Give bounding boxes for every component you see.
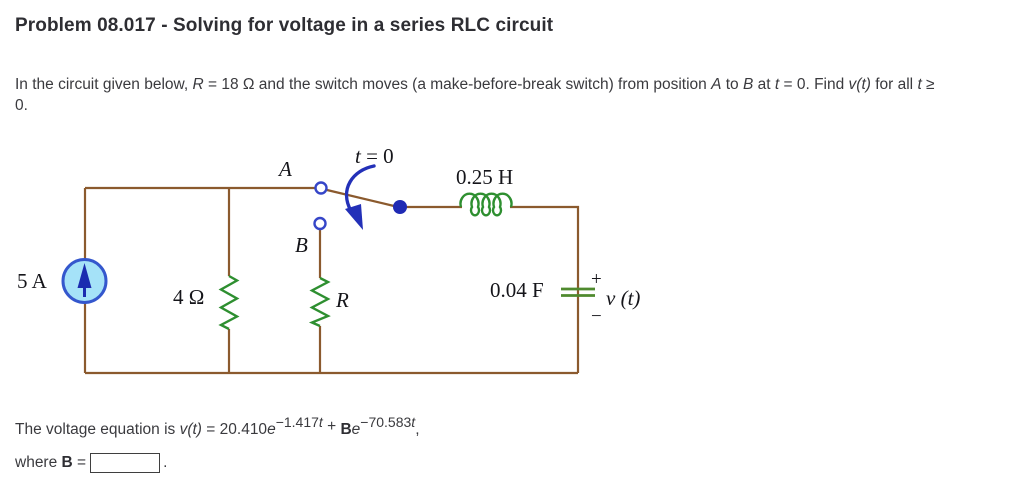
text-segment: −70.583 — [360, 414, 412, 430]
text-segment: R — [192, 76, 204, 93]
label-v-plus: + — [591, 269, 602, 290]
switch — [313, 164, 407, 231]
text-segment: 0. — [15, 97, 28, 114]
text-segment: B — [61, 454, 73, 471]
text-segment: In the circuit given below, — [15, 76, 193, 93]
text-segment: e — [351, 421, 361, 438]
text-segment: B — [742, 76, 754, 93]
text-segment: −1.417 — [275, 414, 319, 430]
text-segment: v(t) — [848, 76, 871, 93]
answer-period: . — [163, 454, 168, 471]
circuit-wires — [83, 186, 580, 375]
text-segment: t — [411, 414, 416, 430]
label-capacitor: 0.04 F — [490, 278, 544, 302]
wire-right — [510, 205, 580, 373]
text-segment: = 0. Find — [779, 76, 849, 93]
label-v-of-t: v (t) — [606, 286, 640, 310]
label-current-source: 5 A — [17, 269, 48, 293]
text-segment: A — [711, 76, 722, 93]
text-segment: ≥ — [921, 76, 935, 93]
current-source-arrow-head — [77, 263, 92, 288]
switch-contact-a — [314, 181, 328, 195]
label-resistor-4ohm: 4 Ω — [173, 285, 204, 309]
label-node-b: B — [295, 233, 308, 257]
switch-arm — [326, 188, 395, 208]
label-switch-time: t = 0 — [355, 144, 394, 168]
switch-contact-b — [313, 216, 327, 231]
statement-line-1: In the circuit given below, R = 18 Ω and… — [15, 74, 1015, 95]
text-segment: for all — [870, 76, 918, 93]
inductor-coil — [459, 192, 513, 217]
page-title: Problem 08.017 - Solving for voltage in … — [15, 15, 554, 36]
label-node-a: A — [277, 157, 292, 181]
text-segment: , — [415, 421, 420, 438]
text-segment: at — [753, 76, 775, 93]
answer-input[interactable] — [90, 453, 161, 473]
switch-pole-dot — [393, 200, 407, 214]
circuit-labels: 5 A 4 Ω R A B t = 0 0.25 H 0.04 F + v (t… — [17, 144, 640, 327]
text-segment: = — [72, 454, 87, 471]
text-segment: to — [721, 76, 743, 93]
switch-motion-arc — [344, 164, 376, 213]
resistor-r — [308, 276, 331, 328]
text-segment: t — [917, 76, 922, 93]
text-segment: t — [318, 414, 323, 430]
text-segment: B — [340, 421, 352, 438]
text-segment: v(t) — [179, 421, 202, 438]
problem-statement: In the circuit given below, R = 18 Ω and… — [15, 74, 1015, 116]
text-segment: = 18 Ω and the switch moves (a make-befo… — [203, 76, 712, 93]
switch-motion-arrowhead — [345, 204, 363, 230]
text-segment: + — [322, 418, 341, 435]
voltage-equation: The voltage equation is v(t) = 20.410e−1… — [15, 414, 420, 439]
text-segment: t — [774, 76, 780, 93]
statement-line-2: 0. — [15, 95, 1015, 116]
circuit-components — [218, 192, 595, 331]
resistor-4ohm — [218, 274, 240, 331]
text-segment: where — [15, 454, 62, 471]
answer-line: where B = . — [15, 453, 167, 473]
text-segment: e — [267, 421, 276, 438]
text-segment: = 20.410 — [201, 421, 268, 438]
text-segment: The voltage equation is — [15, 421, 180, 438]
label-inductor: 0.25 H — [456, 165, 513, 189]
where-label: where B = — [15, 454, 86, 472]
label-v-minus: − — [591, 306, 602, 327]
label-resistor-r: R — [335, 288, 349, 312]
current-source — [61, 258, 108, 304]
